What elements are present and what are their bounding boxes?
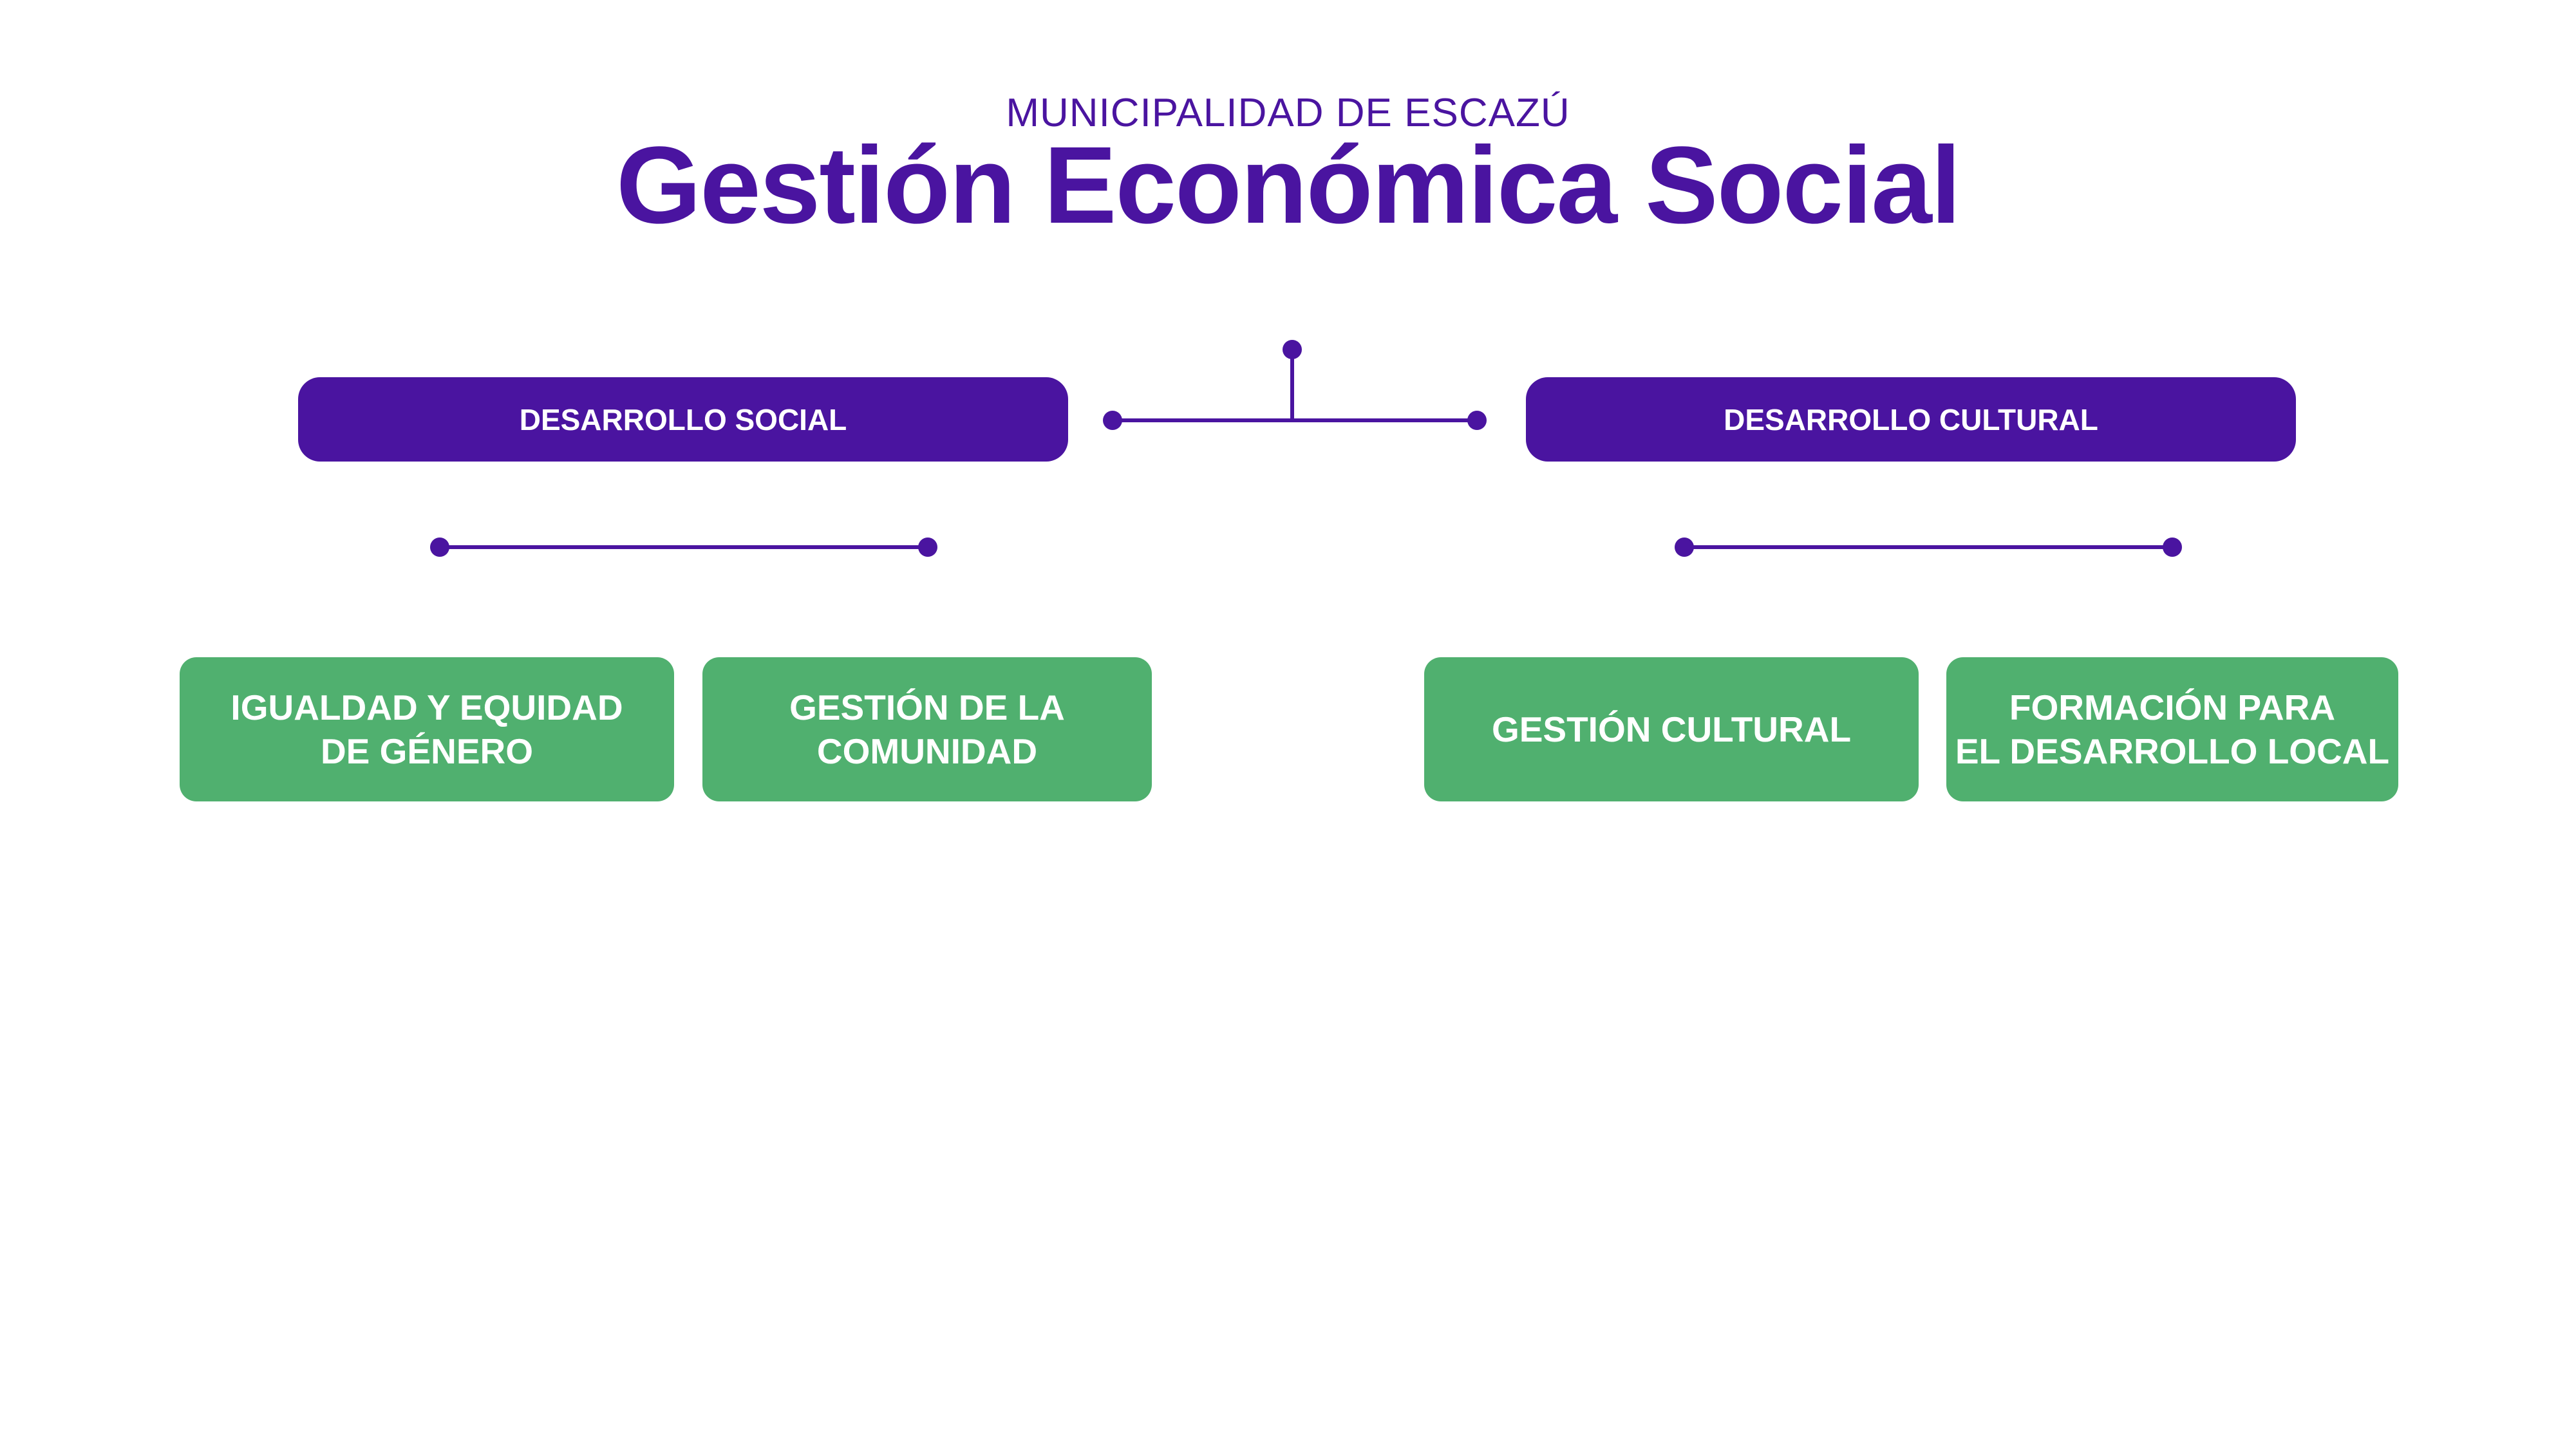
unit-igualdad-equidad-genero: IGUALDAD Y EQUIDAD DE GÉNERO bbox=[180, 657, 674, 801]
organization-name: MUNICIPALIDAD DE ESCAZÚ bbox=[1006, 91, 1570, 135]
page-title: Gestión Económica Social bbox=[616, 124, 1961, 247]
dept-desarrollo-cultural: DESARROLLO CULTURAL bbox=[1526, 377, 2296, 462]
connector-dot bbox=[2163, 538, 2182, 557]
unit-formacion-desarrollo-local: FORMACIÓN PARA EL DESARROLLO LOCAL bbox=[1946, 657, 2398, 801]
unit-gestion-cultural: GESTIÓN CULTURAL bbox=[1424, 657, 1919, 801]
connector-dot bbox=[918, 538, 937, 557]
unit-gestion-comunidad: GESTIÓN DE LA COMUNIDAD bbox=[702, 657, 1152, 801]
connector-dot bbox=[1467, 411, 1487, 430]
dept-desarrollo-social: DESARROLLO SOCIAL bbox=[298, 377, 1068, 462]
connector-dot bbox=[1103, 411, 1122, 430]
connector-dot bbox=[1283, 340, 1302, 359]
connector-dot bbox=[430, 538, 449, 557]
connector-dot bbox=[1675, 538, 1694, 557]
